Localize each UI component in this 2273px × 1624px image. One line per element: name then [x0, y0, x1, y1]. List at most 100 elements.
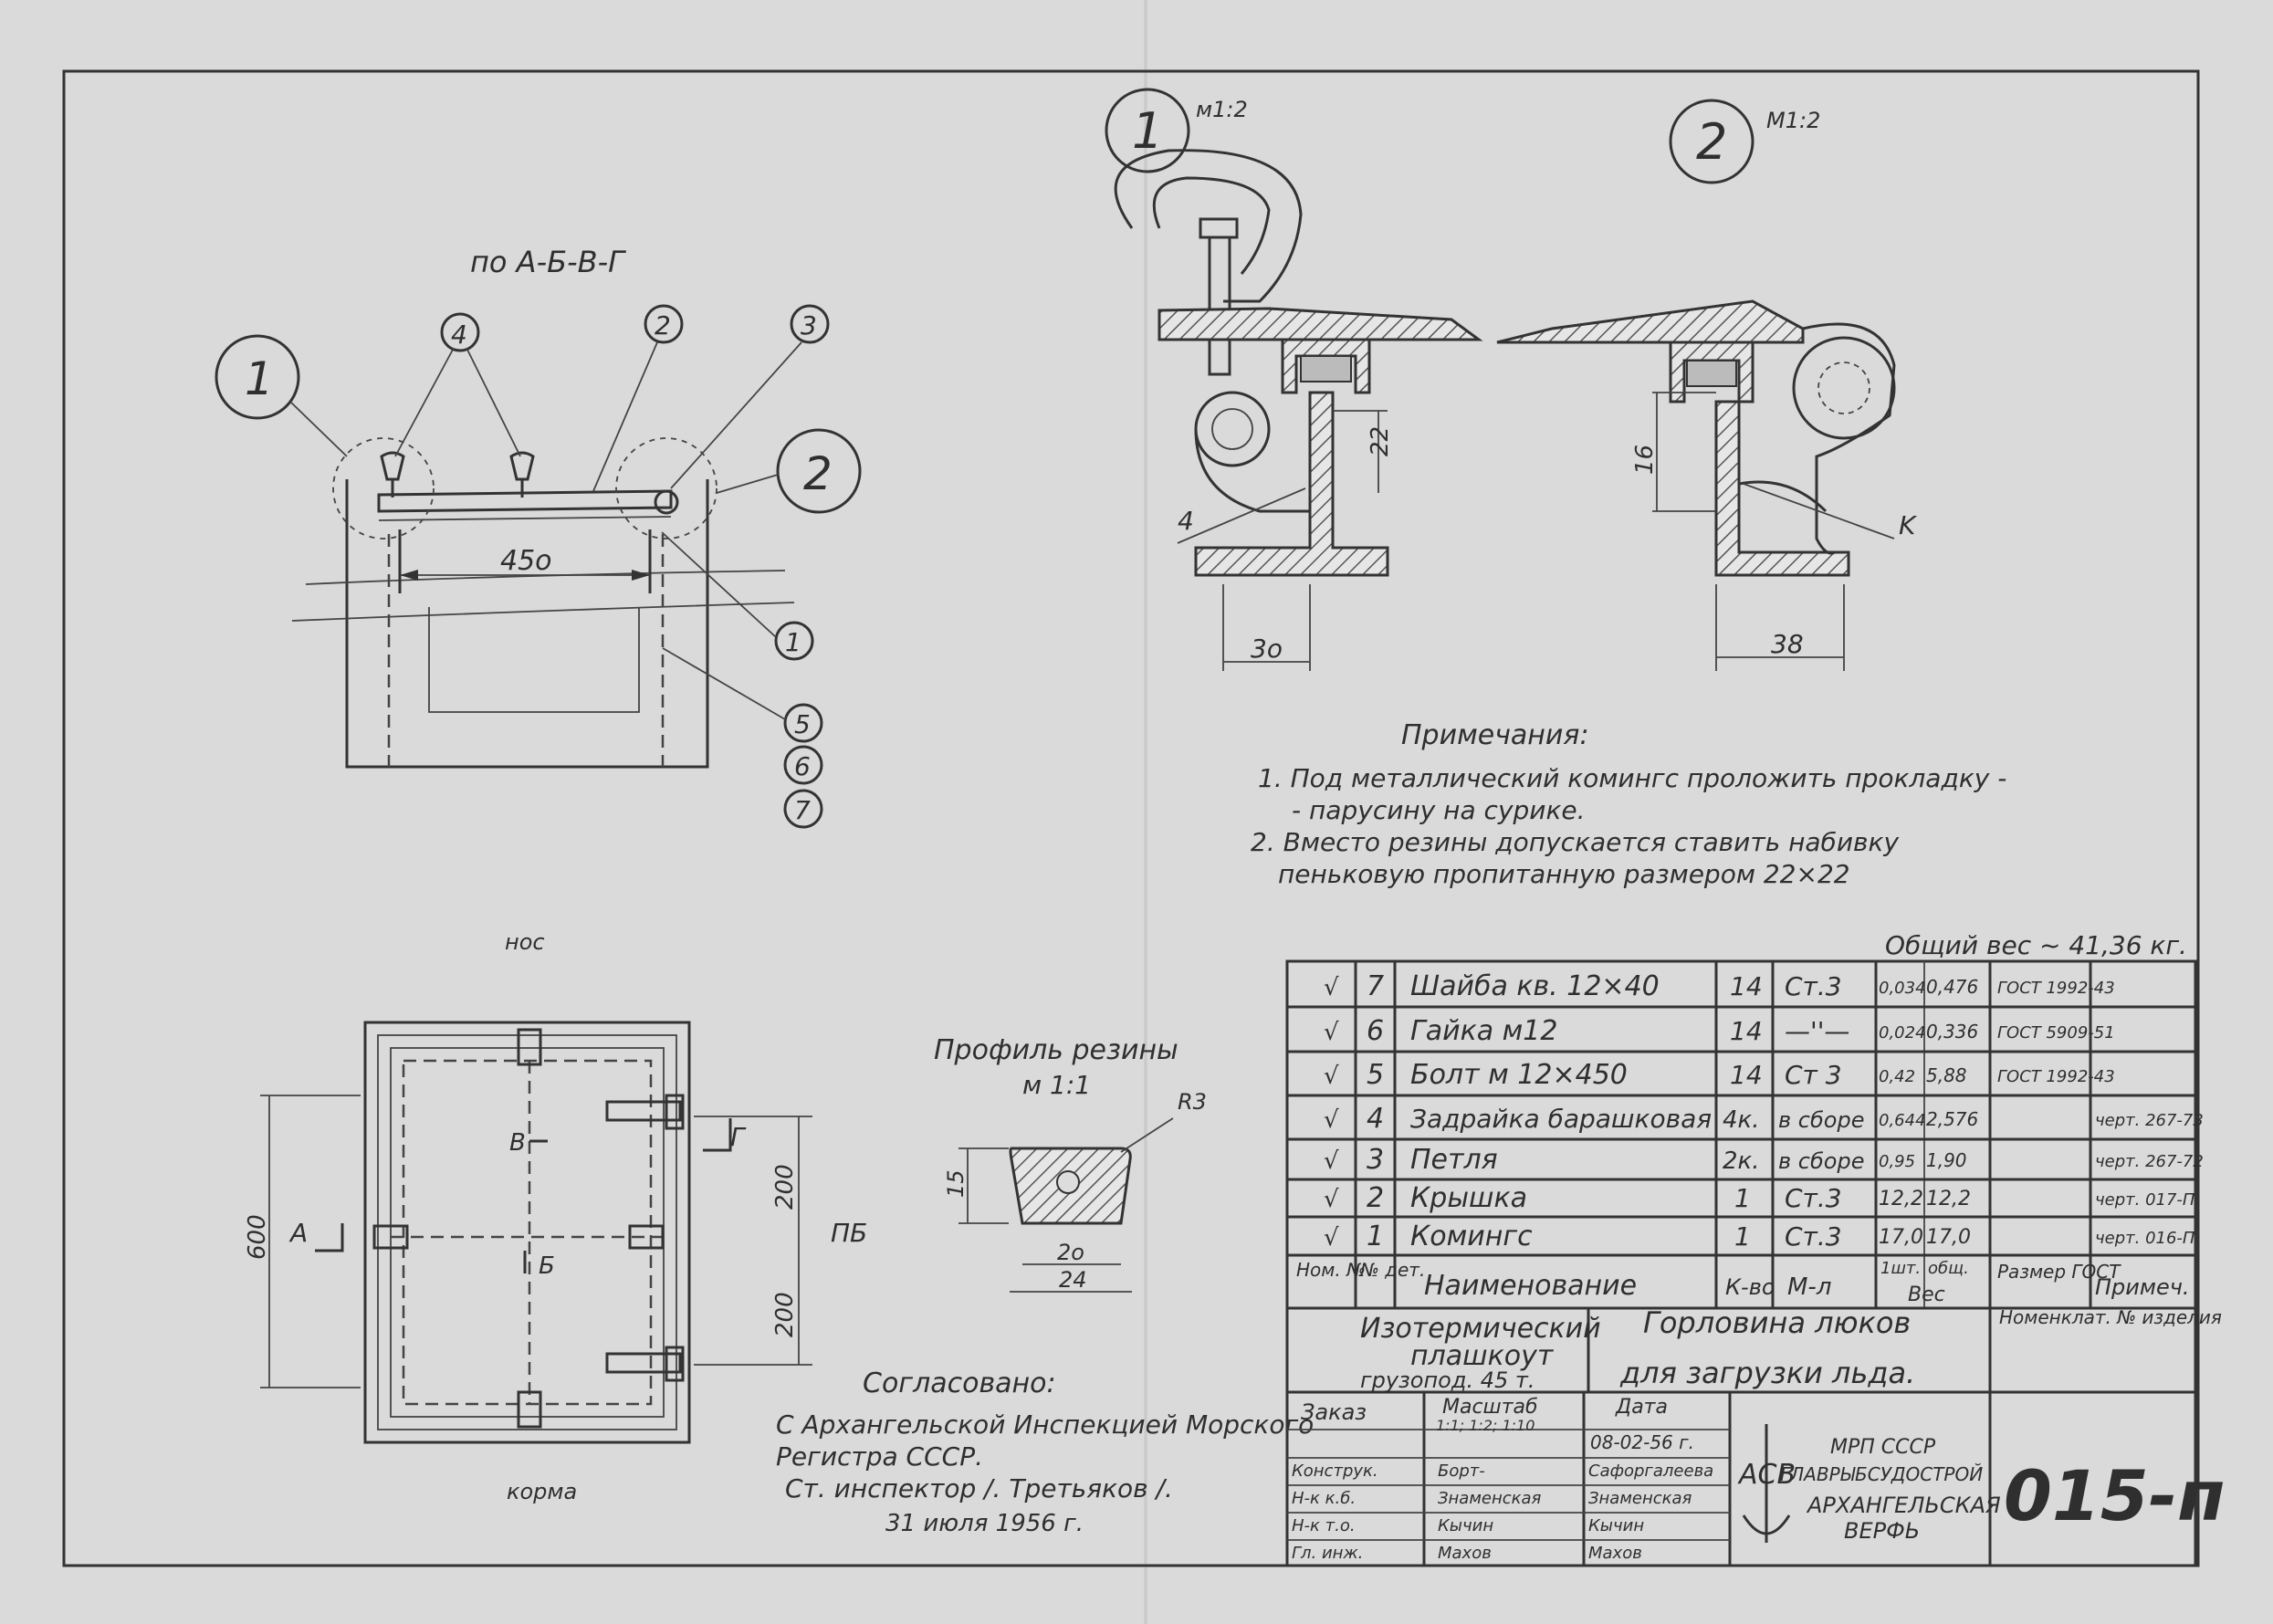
- svg-text:Ст.3: Ст.3: [1785, 1221, 1842, 1252]
- break-line-bottom: [291, 602, 795, 622]
- svg-text:14: 14: [1730, 971, 1763, 1001]
- svg-text:Ст.3: Ст.3: [1785, 971, 1842, 1001]
- break-line-top: [305, 570, 786, 585]
- dim-22: 22: [1367, 426, 1394, 456]
- dim-200-top: 200: [771, 1164, 799, 1210]
- table-row: √ 2 Крышка 1 Ст.3 12,2 12,2 черт. 017-П: [1324, 1182, 2195, 1214]
- svg-text:Кычин: Кычин: [1588, 1516, 1644, 1535]
- org-main: ГЛАВРЫБСУДОСТРОЙ: [1780, 1463, 1983, 1485]
- detail-circle-1: [332, 437, 435, 540]
- svg-text:К-во: К-во: [1725, 1274, 1775, 1300]
- svg-text:√: √: [1324, 1063, 1339, 1090]
- svg-text:Задрайка барашковая: Задрайка барашковая: [1410, 1104, 1712, 1134]
- signature: Кычин: [1438, 1516, 1493, 1535]
- svg-text:12,2: 12,2: [1879, 1188, 1923, 1210]
- dim-15: 15: [943, 1169, 969, 1198]
- svg-text:0,476: 0,476: [1926, 976, 1978, 998]
- plan-stern: корма: [507, 1479, 577, 1504]
- svg-text:14: 14: [1730, 1060, 1763, 1090]
- svg-text:3: 3: [801, 310, 817, 341]
- svg-text:0,336: 0,336: [1926, 1021, 1978, 1043]
- svg-text:2: 2: [1367, 1182, 1384, 1214]
- dim-600: 600: [244, 1214, 271, 1260]
- drawing-number: 015-п: [2004, 1455, 2226, 1536]
- svg-text:√: √: [1324, 1186, 1339, 1213]
- svg-text:Масштаб: Масштаб: [1442, 1396, 1538, 1419]
- svg-text:Ст.3: Ст.3: [1785, 1183, 1842, 1213]
- svg-text:В: В: [509, 1129, 526, 1157]
- hinge-pin: [654, 489, 679, 515]
- svg-text:№ дет.: № дет.: [1359, 1259, 1425, 1281]
- approval-l3: Регистра СССР.: [776, 1441, 983, 1472]
- table-header: Ном. № № дет. Наименование К-во М-л 1шт.…: [1296, 1259, 2190, 1306]
- callout-1-small: [774, 621, 814, 661]
- svg-text:Конструк.: Конструк.: [1292, 1462, 1378, 1481]
- cover-plate: [1157, 307, 1483, 341]
- svg-text:2: 2: [1696, 113, 1727, 171]
- svg-text:АСВ: АСВ: [1737, 1459, 1796, 1491]
- svg-text:√: √: [1324, 1019, 1339, 1046]
- svg-text:7: 7: [1367, 970, 1384, 1002]
- bolt-shank: [1208, 236, 1231, 376]
- gasket-channel-2: [1669, 341, 1755, 403]
- hinge-top: [605, 1100, 682, 1122]
- svg-text:Б: Б: [539, 1252, 555, 1280]
- coaming-angle: [1194, 391, 1389, 577]
- svg-text:Махов: Махов: [1588, 1544, 1642, 1563]
- svg-text:А: А: [288, 1218, 308, 1248]
- vessel-kind: плашкоут: [1410, 1340, 1555, 1372]
- detail-1-scale: м1:2: [1196, 97, 1248, 122]
- svg-text:1: 1: [245, 352, 274, 405]
- svg-text:1:1; 1:2; 1:10: 1:1; 1:2; 1:10: [1436, 1417, 1535, 1434]
- svg-text:0,024: 0,024: [1879, 1023, 1926, 1043]
- title-block: Изотермический плашкоут грузопод. 45 т. …: [1285, 1305, 2226, 1567]
- svg-text:2,576: 2,576: [1926, 1108, 1978, 1130]
- product-name-2: для загрузки льда.: [1619, 1356, 1915, 1390]
- plan-view: нос В Б А Г ПБ корма 600 200 200: [244, 929, 867, 1504]
- dim-4: 4: [1178, 506, 1194, 536]
- section-view: по А-Б-В-Г 45o 1 4: [215, 245, 862, 829]
- notes-block: Примечания: 1. Под металлический комингс…: [1251, 719, 2006, 889]
- svg-text:Н-к т.о.: Н-к т.о.: [1292, 1516, 1356, 1535]
- gasket-channel: [1281, 338, 1371, 394]
- svg-text:4: 4: [451, 320, 467, 350]
- table-row: √ 5 Болт м 12×450 14 Ст 3 0,42 5,88 ГОСТ…: [1324, 1059, 2115, 1091]
- detail-1: 1 м1:2 22 4 3o: [1105, 88, 1483, 671]
- signature: Знаменская: [1438, 1489, 1542, 1508]
- svg-text:1: 1: [1734, 1221, 1751, 1252]
- svg-text:1: 1: [785, 627, 801, 657]
- svg-text:Гл. инж.: Гл. инж.: [1292, 1544, 1363, 1563]
- wing-nut-2: [509, 451, 535, 481]
- dim-24: 24: [1059, 1267, 1087, 1293]
- callout-6: [783, 745, 823, 785]
- svg-text:1,90: 1,90: [1926, 1149, 1967, 1171]
- approval-l5: 31 июля 1956 г.: [885, 1510, 1084, 1537]
- callout-1-large: [215, 334, 300, 420]
- table-row: √ 4 Задрайка барашковая 4к. в сборе 0,64…: [1324, 1103, 2204, 1135]
- org-ministry: МРП СССР: [1830, 1436, 1936, 1459]
- hull-outline: [345, 479, 709, 769]
- note-1a: 1. Под металлический комингс проложить п…: [1258, 763, 2006, 793]
- table-row: √ 7 Шайба кв. 12×40 14 Ст.3 0,034 0,476 …: [1324, 970, 2115, 1002]
- svg-text:6: 6: [1367, 1015, 1384, 1047]
- org-yard: ВЕРФЬ: [1844, 1518, 1920, 1544]
- svg-text:Крышка: Крышка: [1410, 1182, 1527, 1214]
- dim-30: 3o: [1251, 634, 1283, 664]
- coaming-top: [378, 516, 672, 521]
- plan-nose: нос: [505, 929, 545, 955]
- svg-text:17,0: 17,0: [1926, 1226, 1971, 1249]
- svg-text:—''—: —''—: [1785, 1016, 1849, 1046]
- callout-2-large: [776, 428, 862, 514]
- note-2a: 2. Вместо резины допускается ставить наб…: [1251, 827, 1899, 857]
- svg-text:√: √: [1324, 1224, 1339, 1252]
- svg-text:Знаменская: Знаменская: [1588, 1489, 1692, 1508]
- nomenclature: Номенклат. № изделия: [1999, 1306, 2222, 1328]
- drawing-frame: [62, 69, 2200, 1567]
- svg-text:ГОСТ 5909-51: ГОСТ 5909-51: [1997, 1023, 2115, 1043]
- callout-7: [783, 789, 823, 829]
- svg-text:черт. 016-П: черт. 016-П: [2095, 1229, 2195, 1248]
- svg-text:Примеч.: Примеч.: [2095, 1274, 2190, 1300]
- detail-2-scale: М1:2: [1766, 108, 1820, 133]
- callout-4: [440, 312, 480, 352]
- svg-text:2: 2: [803, 447, 833, 500]
